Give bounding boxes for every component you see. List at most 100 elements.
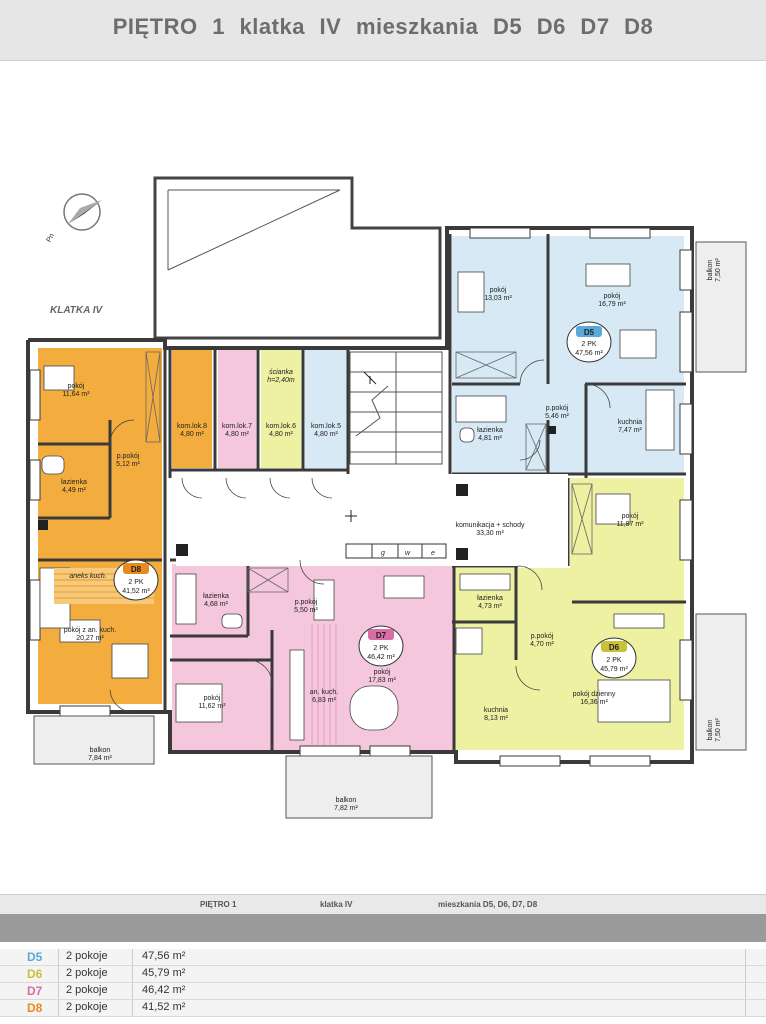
apartment-code: D7 xyxy=(376,631,387,640)
room-area: 16,79 m² xyxy=(598,301,626,308)
interior-walls xyxy=(38,234,686,752)
summary-code: D8 xyxy=(27,1001,43,1015)
storage-name: kom.lok.7 xyxy=(222,423,252,430)
room-name: p.pokój xyxy=(531,633,554,640)
apartment-code: D6 xyxy=(609,643,620,652)
partition-label: ścianka xyxy=(269,369,293,376)
center-cross-icon xyxy=(345,510,357,522)
room-name: pokój xyxy=(604,293,621,300)
storage-area: 4,80 m² xyxy=(180,431,204,438)
room-name: kuchnia xyxy=(484,707,508,714)
room-name: p.pokój xyxy=(546,405,569,412)
room-name: pokój xyxy=(490,287,507,294)
kitchenette-floor-pattern xyxy=(311,624,337,745)
stairs xyxy=(349,351,443,465)
summary-rooms: 2 pokoje xyxy=(66,950,108,962)
storage-area: 4,80 m² xyxy=(269,431,293,438)
roof-outline xyxy=(153,176,442,340)
summary-header-row: PIĘTRO 1 klatka IV mieszkania D5, D6, D7… xyxy=(0,894,766,915)
room-labels: pokój 13,03 m² pokój 16,79 m² p.pokój 5,… xyxy=(61,257,722,812)
apartment-badge-d7: D7 2 PK 46,42 m² xyxy=(358,625,404,667)
room-name: pokój xyxy=(68,383,85,390)
room-area: 20,27 m² xyxy=(76,635,104,642)
storage-name: kom.lok.6 xyxy=(266,423,296,430)
room-name: pokój xyxy=(622,513,639,520)
roof-diagonal xyxy=(167,189,341,271)
room-name: łazienka xyxy=(477,427,503,434)
storage-6 xyxy=(261,348,301,468)
storage-name: kom.lok.8 xyxy=(177,423,207,430)
vent-shafts xyxy=(38,426,556,560)
apartment-area: 47,56 m² xyxy=(575,350,603,357)
room-name: p.pokój xyxy=(117,453,140,460)
summary-floor: PIĘTRO 1 xyxy=(200,900,237,909)
door-swings xyxy=(109,359,611,713)
summary-area: 41,52 m² xyxy=(142,1001,186,1013)
balcony-name: balkon xyxy=(707,720,714,741)
apartment-badge-d8: D8 2 PK 41,52 m² xyxy=(113,559,159,601)
summary-rooms: 2 pokoje xyxy=(66,1001,108,1013)
apartment-area: 45,79 m² xyxy=(600,666,628,673)
summary-apartments: mieszkania D5, D6, D7, D8 xyxy=(438,900,538,909)
apartment-rooms: 2 PK xyxy=(128,579,144,586)
balconies xyxy=(33,241,747,819)
summary-row: D8 2 pokoje 41,52 m² xyxy=(0,1000,766,1017)
room-name: kuchnia xyxy=(618,419,642,426)
apartment-rooms: 2 PK xyxy=(373,645,389,652)
room-name: łazienka xyxy=(203,593,229,600)
apartment-code: D5 xyxy=(584,328,595,337)
balcony-name: balkon xyxy=(90,747,111,754)
header-bar: PIĘTRO 1 klatka IV mieszkania D5 D6 D7 D… xyxy=(0,0,766,61)
balcony-name: balkon xyxy=(336,797,357,804)
north-label: Pn xyxy=(46,233,56,244)
storage-5 xyxy=(305,348,347,468)
summary-area: 45,79 m² xyxy=(142,967,186,979)
room-area: 4,73 m² xyxy=(478,603,502,610)
storage-area: 4,80 m² xyxy=(225,431,249,438)
room-area: 6,83 m² xyxy=(312,697,336,704)
storage-8 xyxy=(172,348,212,468)
summary-band xyxy=(0,914,766,942)
room-area: 4,49 m² xyxy=(62,487,86,494)
room-name: pokój z an. kuch. xyxy=(64,627,117,634)
summary-area: 46,42 m² xyxy=(142,984,186,996)
corridor-area: 33,30 m² xyxy=(476,530,504,537)
meter-boxes: g w e xyxy=(345,543,447,559)
room-area: 5,46 m² xyxy=(545,413,569,420)
windows xyxy=(29,227,693,767)
room-area: 11,87 m² xyxy=(616,521,644,528)
storage-area: 4,80 m² xyxy=(314,431,338,438)
apartment-rooms: 2 PK xyxy=(606,657,622,664)
north-arrow-icon xyxy=(63,193,102,231)
apartment-area: 46,42 m² xyxy=(367,654,395,661)
meter-e-label: e xyxy=(431,550,435,557)
furniture xyxy=(39,263,675,741)
summary-code: D5 xyxy=(27,950,43,964)
floor-plan: Pn KLATKA IV xyxy=(26,176,747,819)
balcony-area: 7,50 m² xyxy=(715,257,722,281)
stair-label: KLATKA IV xyxy=(50,305,104,316)
room-area: 5,12 m² xyxy=(116,461,140,468)
built-in-closets xyxy=(145,351,593,593)
summary-rooms: 2 pokoje xyxy=(66,984,108,996)
room-name: łazienka xyxy=(61,479,87,486)
apartment-badge-d5: D5 2 PK 47,56 m² xyxy=(566,321,612,363)
stair-arrow-icon xyxy=(363,371,377,385)
room-name: pokój xyxy=(204,695,221,702)
corridor-name: komunikacja + schody xyxy=(455,522,525,529)
room-area: 13,03 m² xyxy=(484,295,512,302)
summary-row: D5 2 pokoje 47,56 m² xyxy=(0,949,766,966)
room-area: 4,68 m² xyxy=(204,601,228,608)
room-area: 11,64 m² xyxy=(62,391,90,398)
page-title: PIĘTRO 1 klatka IV mieszkania D5 D6 D7 D… xyxy=(112,14,654,39)
summary-stair: klatka IV xyxy=(320,900,353,909)
storage-7 xyxy=(218,348,256,468)
room-area: 7,47 m² xyxy=(618,427,642,434)
apartment-area: 41,52 m² xyxy=(122,588,150,595)
apartment-rooms: 2 PK xyxy=(581,341,597,348)
room-area: 16,36 m² xyxy=(580,699,608,706)
room-name: pokój xyxy=(374,669,391,676)
meter-g-label: g xyxy=(381,550,385,557)
summary-row: D6 2 pokoje 45,79 m² xyxy=(0,966,766,983)
apartment-badge-d6: D6 2 PK 45,79 m² xyxy=(591,637,637,679)
